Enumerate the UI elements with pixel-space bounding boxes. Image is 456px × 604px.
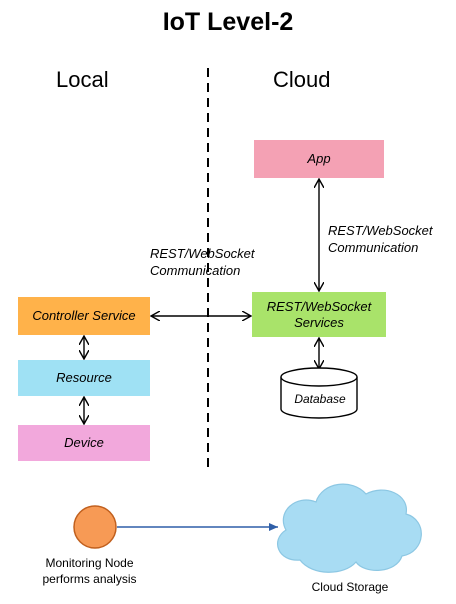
controller-service-label: Controller Service [32,308,136,323]
local-region-label: Local [56,67,109,92]
cloud-region-label: Cloud [273,67,331,92]
database-label: Database [294,392,346,406]
monitoring-node-label: Monitoring Node performs analysis [42,556,137,586]
resource-label: Resource [56,370,112,385]
device-box: Device [18,425,150,461]
controller-service-box: Controller Service [18,297,150,335]
device-label: Device [64,435,104,450]
monitoring-node [73,505,117,549]
cloud-storage-icon [277,483,422,573]
app-label: App [307,151,331,166]
local-cloud-comm-label: REST/WebSocket Communication [150,246,255,278]
diagram-title: IoT Level-2 [162,8,294,36]
rest-services-label: REST/WebSocket Services [266,298,372,330]
app-box: App [254,140,384,178]
resource-box: Resource [18,360,150,396]
cloud-storage-label: Cloud Storage [311,580,389,594]
rest-services-box: REST/WebSocket Services [252,292,386,337]
app-services-comm-label: REST/WebSocket Communication [328,223,433,255]
database-cylinder [280,367,358,419]
